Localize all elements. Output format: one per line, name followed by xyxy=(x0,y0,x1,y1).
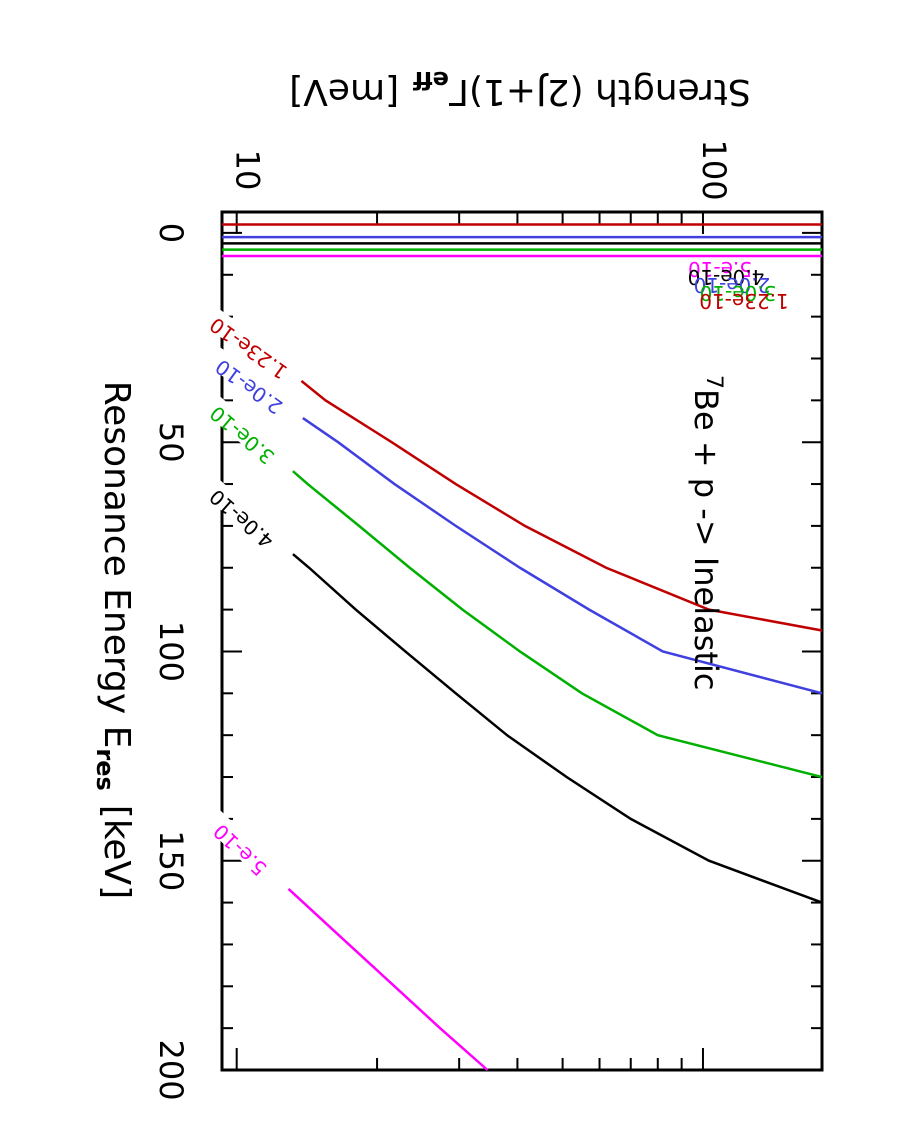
y-axis-title: Strength (2J+1)Γeff[meV] xyxy=(289,66,751,112)
x-tick-label: 50 xyxy=(152,422,190,463)
y-tick-label: 100 xyxy=(695,139,733,200)
top-cluster-label: 2.0e-10 xyxy=(694,273,771,297)
plot-frame xyxy=(220,210,824,1072)
top-cluster-label: 3.0e-10 xyxy=(700,281,777,305)
series-layer xyxy=(221,223,823,1071)
y-tick-label: 10 xyxy=(229,150,267,191)
x-axis-title: Resonance Energy Eres[keV] xyxy=(91,381,137,899)
axes: 0 50 100 150 200 10 100 xyxy=(152,139,824,1101)
label-backing xyxy=(190,466,298,565)
label-backing xyxy=(193,300,308,391)
series-label: 5.e-10 xyxy=(209,819,272,881)
x-tick-label: 150 xyxy=(152,830,190,891)
x-tick-label: 0 xyxy=(152,223,190,243)
top-cluster-label: 4.0e-10 xyxy=(688,265,765,289)
label-backing xyxy=(190,383,299,481)
x-tick-label: 200 xyxy=(152,1039,190,1100)
x-tick-label: 100 xyxy=(152,621,190,682)
series-curve xyxy=(221,357,823,695)
reaction-annotation: 7Be + p -> Inelastic xyxy=(687,375,726,690)
series-curve xyxy=(221,491,823,904)
series-curve xyxy=(221,319,823,632)
series-label: 4.0e-10 xyxy=(205,484,279,553)
top-cluster-label: 5.e-10 xyxy=(688,257,752,281)
label-backing xyxy=(194,338,308,429)
label-backing xyxy=(190,796,296,898)
series-curve xyxy=(221,407,823,779)
top-cluster-label: 1.23e-10 xyxy=(699,289,789,313)
